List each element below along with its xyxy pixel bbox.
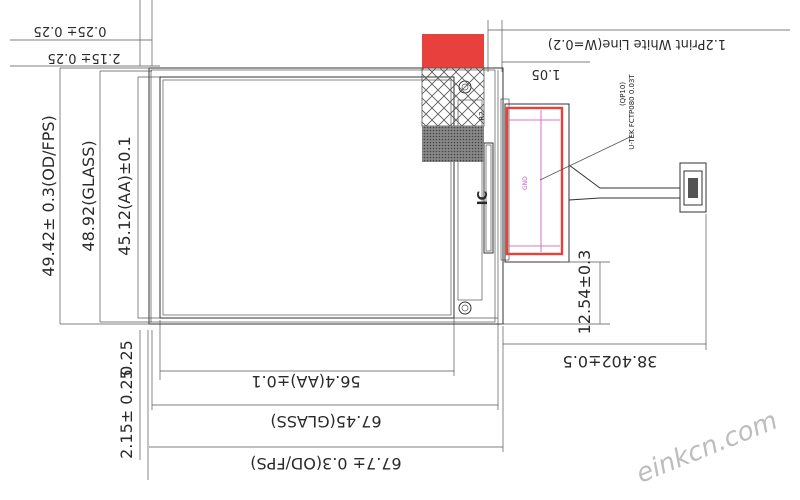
- fpc-length-dim: [502, 214, 707, 350]
- dim-top-left-1: 0.25± 0.25: [34, 23, 107, 38]
- fpc-label-2: (QP10): [619, 82, 627, 106]
- dim-width-glass: 67.45(GLASS): [270, 412, 381, 431]
- red-marker: [422, 34, 484, 68]
- dim-width-od: 67.7± 0.3(OD/FPS): [250, 454, 401, 473]
- bottom-horizontal-dims: [149, 318, 504, 452]
- fpc-cable: GND: [500, 98, 707, 263]
- dim-print-white-line: 1.2Print White Line(W=0.2): [548, 36, 726, 51]
- dim-left-215: 2.15± 0.25: [117, 369, 136, 459]
- top-right-dims: [487, 20, 790, 72]
- lower-left-dims: [139, 320, 161, 480]
- dim-left-025: 0.25: [117, 340, 136, 376]
- dim-fpc-length: 38.402±0.5: [563, 352, 658, 371]
- dim-fpc-offset: 12.54±0.3: [575, 250, 594, 335]
- dim-height-glass: 48.92(GLASS): [79, 140, 98, 251]
- dim-105: 1.05: [532, 66, 561, 81]
- dim-width-aa: 56.4(AA)±0.1: [251, 372, 360, 391]
- fpc-label-1: U-TEK FCTP080 0.03T: [628, 74, 636, 150]
- top-left-dims: [10, 0, 160, 67]
- dim-top-left-2: 2.15± 0.25: [48, 50, 121, 65]
- left-vertical-dims: [59, 67, 160, 325]
- cross-hatch-block: [421, 67, 485, 127]
- ic-label: IC: [476, 191, 491, 205]
- watermark: einkcn.com: [632, 406, 782, 490]
- fpc-offset-dim: [500, 261, 610, 325]
- dim-height-od: 49.42± 0.3(OD/FPS): [39, 115, 58, 277]
- dark-gray-block: [422, 126, 484, 162]
- svg-text:GND: GND: [522, 176, 529, 190]
- dim-height-aa: 45.12(AA)±0.1: [115, 136, 134, 255]
